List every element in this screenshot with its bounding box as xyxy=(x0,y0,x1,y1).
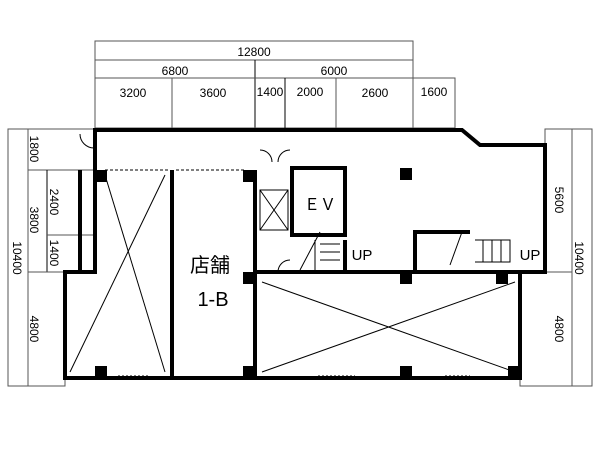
dim-right-span: 5600 xyxy=(552,187,566,214)
dim-right-span: 4800 xyxy=(552,316,566,343)
dim-span: 2600 xyxy=(362,86,389,100)
top-dimensions: 12800 6800 6000 3200 3600 1400 2000 2600… xyxy=(94,40,456,129)
dim-left-span: 1800 xyxy=(27,136,41,163)
shop-name-label: 店舗 xyxy=(190,254,230,277)
void-crosses xyxy=(69,174,516,373)
dim-left-mid: 3800 xyxy=(27,207,41,234)
dim-section-left: 6800 xyxy=(162,64,189,78)
stairs xyxy=(299,231,511,271)
interior-walls xyxy=(78,166,520,378)
dim-section-right: 6000 xyxy=(321,64,348,78)
dim-span: 2000 xyxy=(297,85,324,99)
structural-columns xyxy=(95,168,520,378)
dim-overall-width: 12800 xyxy=(237,45,271,59)
dim-right-overall: 10400 xyxy=(572,241,586,275)
dim-left-overall: 10400 xyxy=(10,241,24,275)
dim-left-span: 1400 xyxy=(47,240,61,267)
doors xyxy=(79,133,470,377)
dim-span: 1600 xyxy=(421,85,448,99)
stair-up-label: UP xyxy=(520,247,541,264)
dim-span: 3200 xyxy=(120,86,147,100)
stair-up-label: UP xyxy=(352,247,373,264)
dim-left-span: 4800 xyxy=(27,316,41,343)
elevator-label: ＥＶ xyxy=(304,197,336,214)
dim-span: 1400 xyxy=(257,85,284,99)
dim-span: 3600 xyxy=(200,86,227,100)
dim-left-span: 2400 xyxy=(47,189,61,216)
shop-id-label: 1-B xyxy=(197,289,228,311)
